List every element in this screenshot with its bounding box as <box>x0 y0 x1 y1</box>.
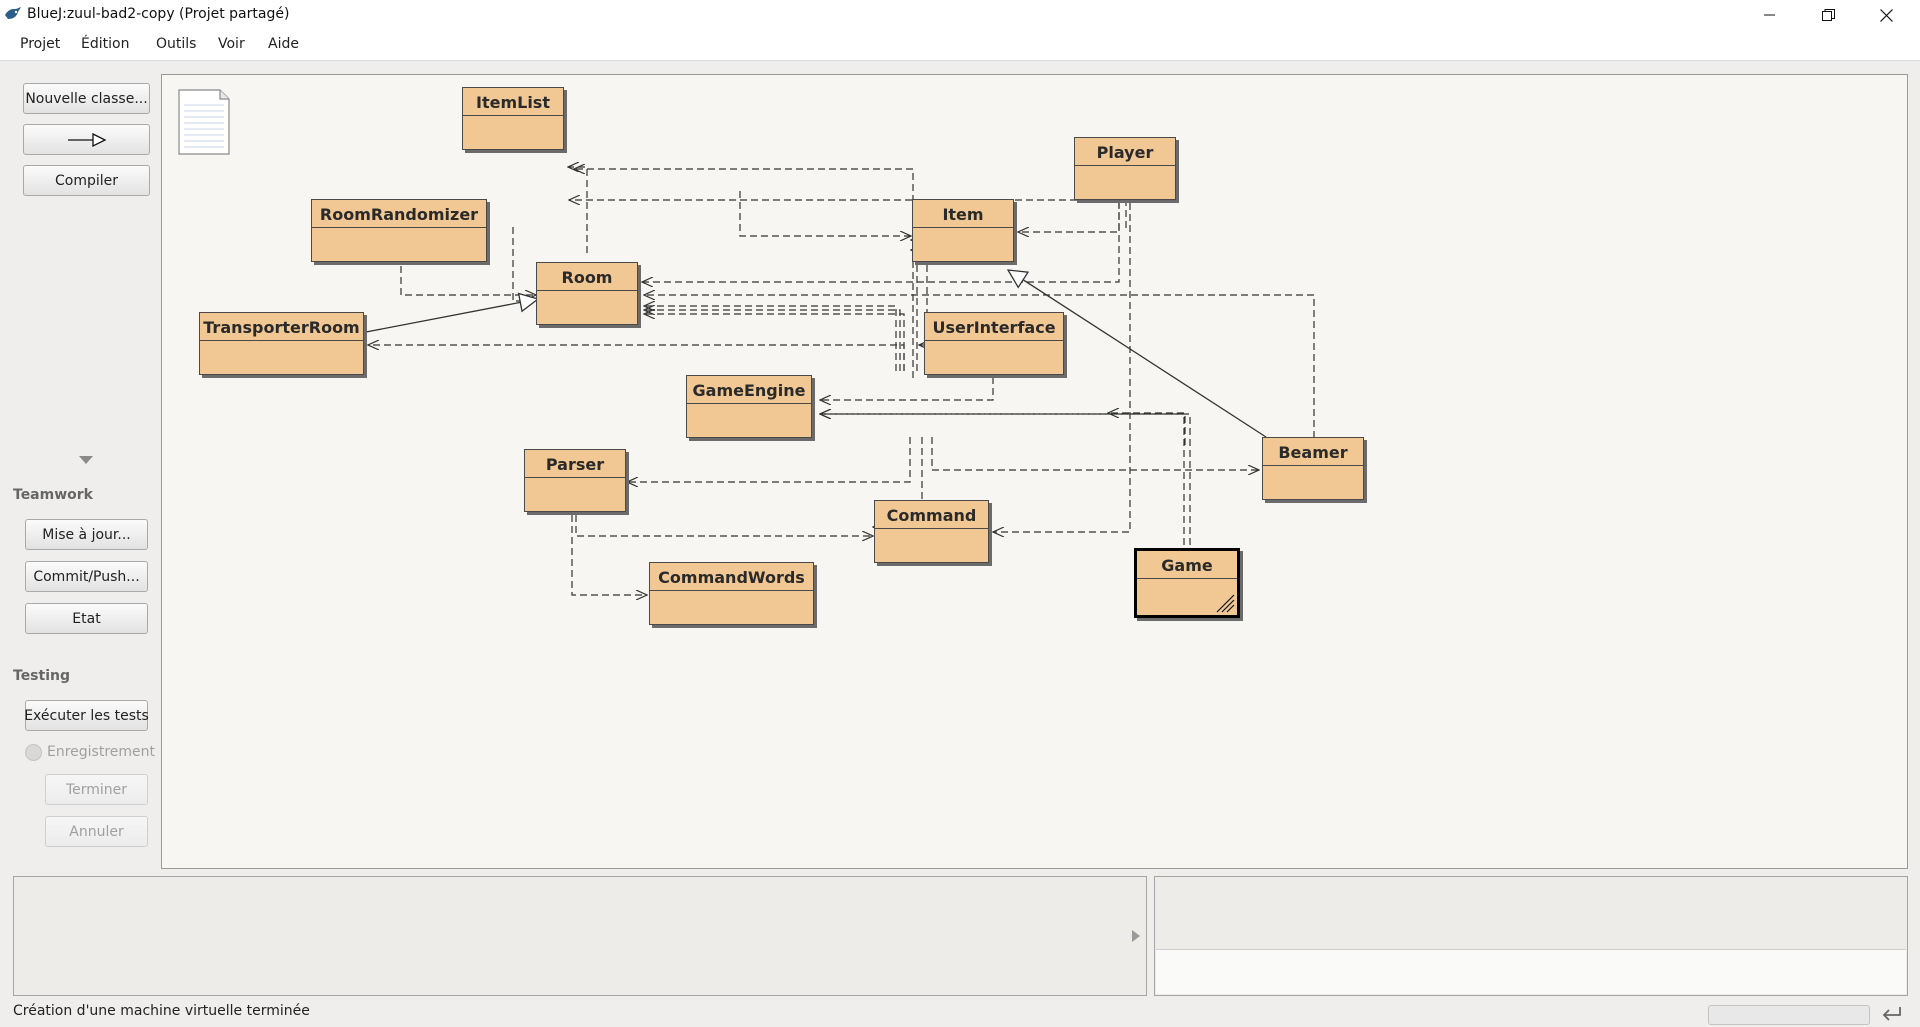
expand-arrow-icon[interactable] <box>1131 929 1141 943</box>
class-transporterroom-name: TransporterRoom <box>203 318 360 337</box>
menu-outils[interactable]: Outils <box>156 36 197 52</box>
end-button[interactable]: Terminer <box>45 774 148 805</box>
window-title: BlueJ:zuul-bad2-copy (Projet partagé) <box>27 6 290 22</box>
class-command-name: Command <box>886 506 977 525</box>
class-beamer[interactable]: Beamer <box>1262 437 1364 500</box>
class-itemlist[interactable]: ItemList <box>462 87 564 150</box>
cancel-button[interactable]: Annuler <box>45 816 148 847</box>
close-icon <box>1879 8 1893 22</box>
minimize-button[interactable] <box>1741 0 1799 30</box>
menu-aide[interactable]: Aide <box>268 36 299 52</box>
class-player-name: Player <box>1096 143 1154 162</box>
class-itemlist-name: ItemList <box>476 93 550 112</box>
readme-document-icon[interactable] <box>176 87 232 157</box>
class-commandwords[interactable]: CommandWords <box>649 562 814 625</box>
codepad-panel[interactable] <box>1154 876 1908 996</box>
new-class-button[interactable]: Nouvelle classe... <box>23 83 150 114</box>
class-room[interactable]: Room <box>536 262 638 325</box>
codepad-input[interactable] <box>1156 949 1906 994</box>
close-button[interactable] <box>1857 0 1915 30</box>
class-room-name: Room <box>561 268 613 287</box>
class-transporterroom[interactable]: TransporterRoom <box>199 312 364 375</box>
restore-icon <box>1821 8 1835 21</box>
status-button[interactable]: Etat <box>25 603 148 634</box>
class-game[interactable]: Game <box>1134 548 1240 618</box>
recording-indicator <box>25 744 42 761</box>
recording-label: Enregistrement <box>47 744 156 760</box>
restore-button[interactable] <box>1799 0 1857 30</box>
class-gameengine-name: GameEngine <box>692 381 806 400</box>
class-gameengine[interactable]: GameEngine <box>686 375 812 438</box>
menu-bar: Projet Édition Outils Voir Aide <box>0 30 1920 61</box>
menu-edition[interactable]: Édition <box>81 36 130 52</box>
class-parser[interactable]: Parser <box>524 449 626 512</box>
inheritance-arrow-button[interactable] <box>23 124 150 155</box>
testing-label: Testing <box>13 668 70 684</box>
class-roomrandomizer-name: RoomRandomizer <box>319 205 479 224</box>
teamwork-label: Teamwork <box>13 487 93 503</box>
compile-button[interactable]: Compiler <box>23 165 150 196</box>
class-commandwords-name: CommandWords <box>658 568 805 587</box>
title-bar: BlueJ:zuul-bad2-copy (Projet partagé) <box>0 0 1920 30</box>
class-userinterface[interactable]: UserInterface <box>924 312 1064 375</box>
update-button[interactable]: Mise à jour... <box>25 519 148 550</box>
class-beamer-name: Beamer <box>1278 443 1348 462</box>
class-item[interactable]: Item <box>912 199 1014 262</box>
run-tests-button[interactable]: Exécuter les tests <box>24 700 149 731</box>
reset-vm-icon[interactable] <box>1880 1004 1904 1024</box>
bluej-app-icon <box>5 7 21 19</box>
collapse-triangle-icon[interactable] <box>78 455 94 465</box>
class-parser-name: Parser <box>545 455 605 474</box>
menu-voir[interactable]: Voir <box>218 36 245 52</box>
class-game-name: Game <box>1161 556 1213 575</box>
dependency-arrows <box>365 75 1315 868</box>
commit-push-button[interactable]: Commit/Push... <box>25 561 148 592</box>
class-player[interactable]: Player <box>1074 137 1176 200</box>
minimize-icon <box>1764 14 1775 16</box>
class-item-name: Item <box>942 205 984 224</box>
status-message: Création d'une machine virtuelle terminé… <box>13 1003 310 1019</box>
inheritance-arrow-icon <box>67 132 106 147</box>
class-roomrandomizer[interactable]: RoomRandomizer <box>311 199 487 262</box>
class-command[interactable]: Command <box>874 500 989 563</box>
class-userinterface-name: UserInterface <box>932 318 1056 337</box>
object-bench[interactable] <box>13 876 1147 996</box>
resize-handle-icon[interactable] <box>1215 593 1235 613</box>
vm-progress-bar <box>1708 1005 1870 1025</box>
menu-projet[interactable]: Projet <box>20 36 61 52</box>
class-diagram-canvas[interactable]: ItemList Player RoomRandomizer Item Room… <box>161 74 1908 869</box>
